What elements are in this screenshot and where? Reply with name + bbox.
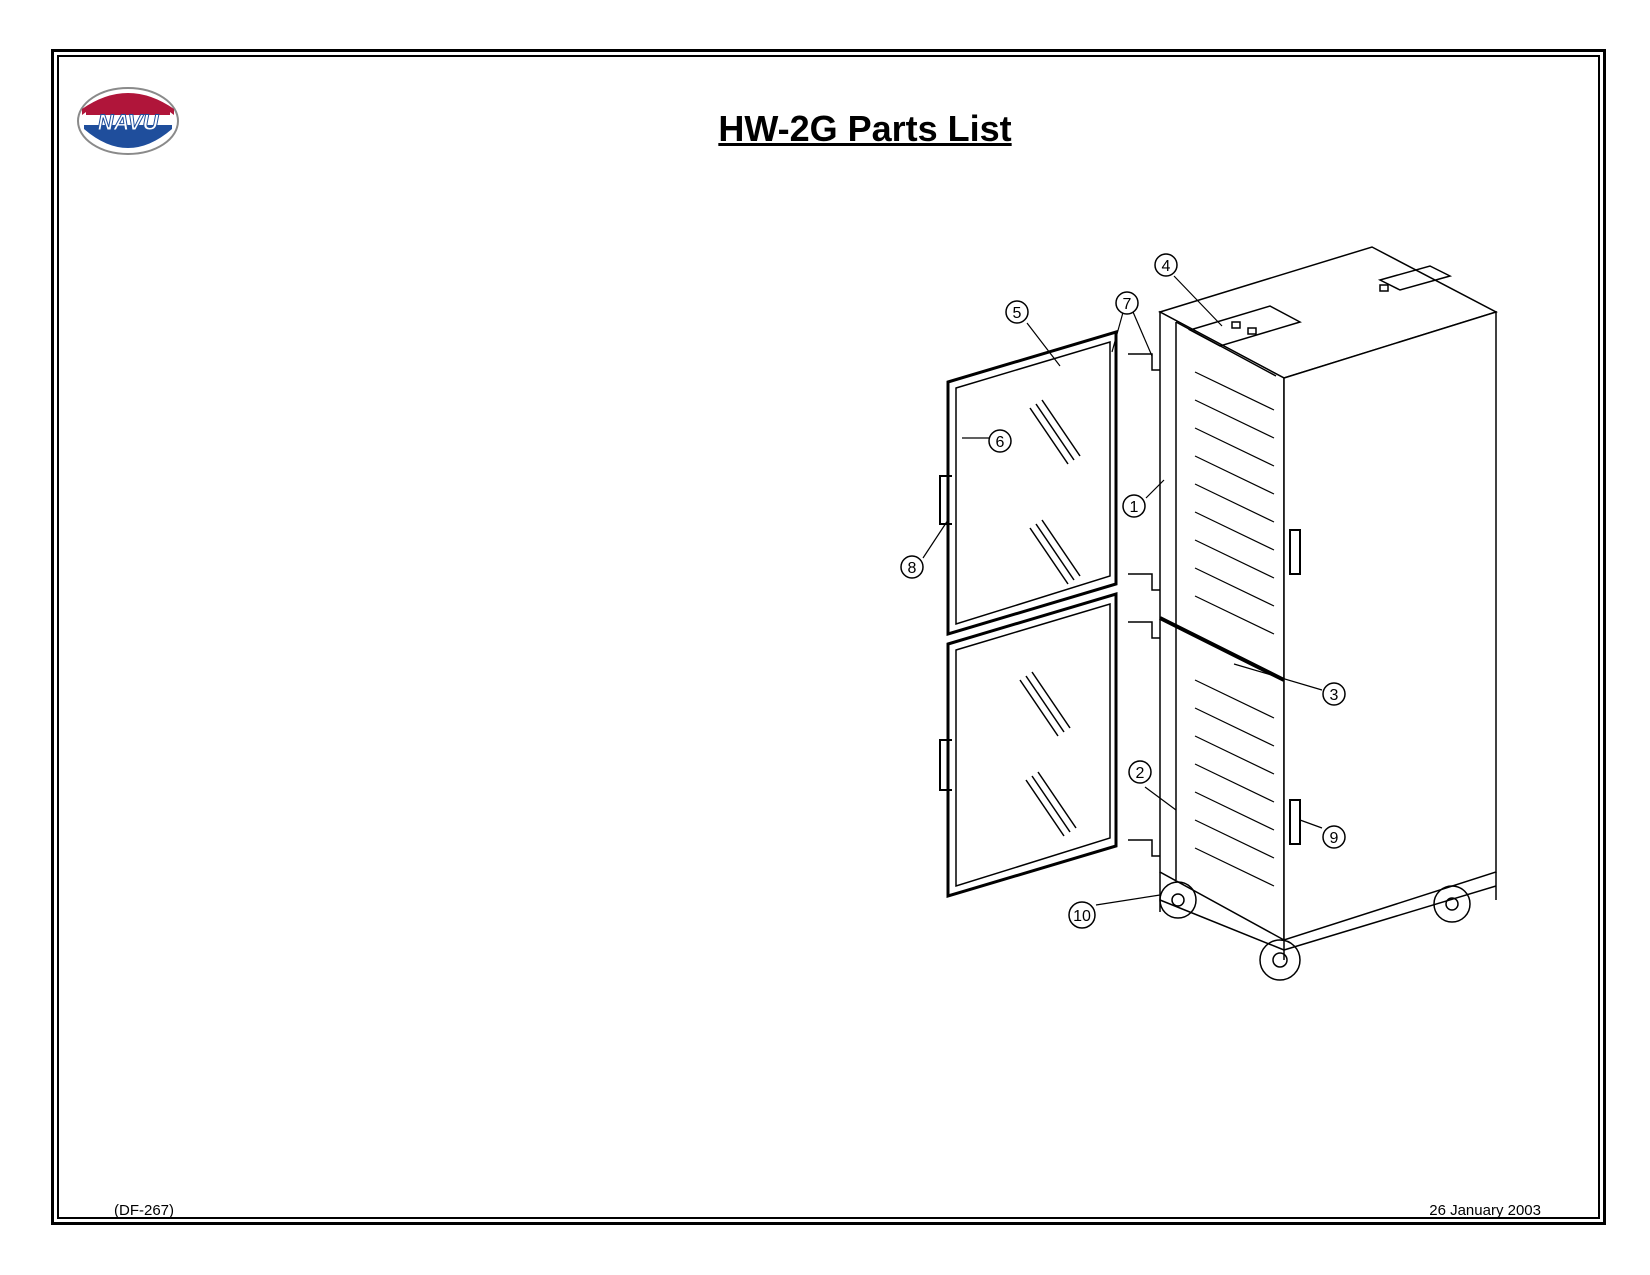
upper-door <box>939 329 1118 637</box>
callout-6: 6 <box>988 429 1012 453</box>
svg-text:9: 9 <box>1330 830 1339 847</box>
svg-text:7: 7 <box>1123 296 1132 313</box>
svg-text:3: 3 <box>1330 687 1339 704</box>
parts-diagram: 1 2 3 4 5 6 7 8 9 10 <box>900 246 1498 981</box>
page-border-inner <box>57 55 1600 1219</box>
callouts: 1 2 3 4 5 6 7 8 9 10 <box>900 253 1346 929</box>
document-date: 26 January 2003 <box>1429 1202 1541 1219</box>
callout-8: 8 <box>900 555 924 579</box>
page-border-outer <box>51 49 1606 1225</box>
callout-3: 3 <box>1322 682 1346 706</box>
shelf-rack <box>1194 371 1275 887</box>
svg-text:10: 10 <box>1073 908 1091 925</box>
callout-5: 5 <box>1005 300 1029 324</box>
page-title: HW-2G Parts List <box>718 108 1012 149</box>
callout-1: 1 <box>1122 494 1146 518</box>
logo-text: NAVU <box>98 110 160 135</box>
svg-text:8: 8 <box>908 560 917 577</box>
lower-door <box>939 591 1118 899</box>
divider-bar <box>1159 616 1285 682</box>
side-handle-lower <box>1289 799 1301 845</box>
svg-text:1: 1 <box>1130 499 1139 516</box>
cabinet-body <box>1158 246 1498 960</box>
casters <box>1159 881 1471 981</box>
hinges <box>1128 353 1160 857</box>
navu-logo: NAVU <box>77 87 179 155</box>
svg-text:4: 4 <box>1162 258 1171 275</box>
svg-text:5: 5 <box>1013 305 1022 322</box>
svg-text:2: 2 <box>1136 765 1145 782</box>
callout-2: 2 <box>1128 760 1152 784</box>
callout-4: 4 <box>1154 253 1178 277</box>
side-handle-upper <box>1289 529 1301 575</box>
callout-10: 10 <box>1068 901 1096 929</box>
svg-text:6: 6 <box>996 434 1005 451</box>
callout-9: 9 <box>1322 825 1346 849</box>
callout-7: 7 <box>1115 291 1139 315</box>
document-id: (DF-267) <box>114 1202 175 1219</box>
leader-lines <box>922 275 1323 906</box>
